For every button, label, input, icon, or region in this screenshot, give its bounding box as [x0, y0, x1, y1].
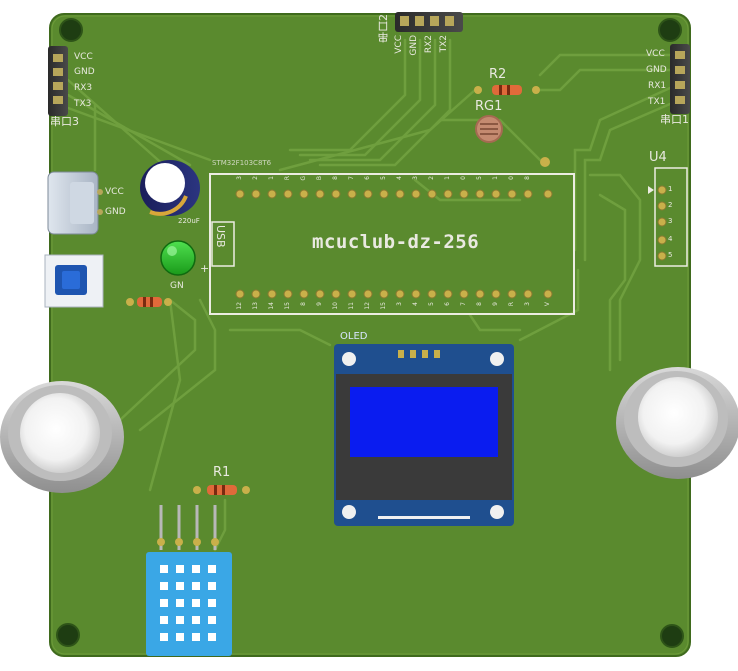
mcu-bottom-pin-label: 12 — [364, 302, 371, 310]
u4-pin-5: 5 — [668, 251, 673, 259]
mcu-bottom-pin-label: R — [508, 302, 515, 307]
mcu-top-pin-label: 4 — [396, 176, 403, 180]
mcu-bottom-pin-label: 7 — [460, 302, 467, 306]
mcu-module — [209, 173, 575, 315]
mcu-bottom-pin-label: 6 — [444, 302, 451, 306]
serial3-pin-gnd: GND — [74, 67, 95, 77]
mcu-bottom-pin-label: 15 — [380, 302, 387, 310]
dht-sensor — [146, 505, 232, 656]
mcu-bottom-pads — [235, 289, 553, 299]
power-switch — [44, 254, 104, 308]
mcu-bottom-pin-label: V — [544, 302, 551, 307]
serial3-pin-tx: TX3 — [74, 99, 92, 109]
mcu-top-pin-label: 3 — [412, 176, 419, 180]
mcu-bottom-pin-label: 13 — [252, 302, 259, 310]
buzzer-left — [0, 381, 124, 493]
capacitor-220uf — [140, 160, 200, 216]
mcu-top-pin-label: 0 — [460, 176, 467, 180]
mounting-hole-bl — [56, 623, 80, 647]
mcu-top-pin-label: 5 — [476, 176, 483, 180]
mcu-top-pads — [235, 189, 553, 199]
serial2-pin-gnd: GND — [409, 35, 419, 56]
mcu-bottom-pin-label: 10 — [332, 302, 339, 310]
mcu-bottom-pin-label: 9 — [316, 302, 323, 306]
mounting-hole-br — [660, 624, 684, 648]
serial2-label: 串口2 — [377, 14, 390, 43]
mcu-top-pin-label: 7 — [348, 176, 355, 180]
serial1-pin-tx: TX1 — [648, 97, 666, 107]
serial1-pin-gnd: GND — [646, 65, 667, 75]
mcu-top-pin-label: 8 — [524, 176, 531, 180]
serial2-pin-rx: RX2 — [424, 35, 434, 54]
mounting-holes — [56, 18, 684, 648]
mcu-bottom-pin-label: 3 — [524, 302, 531, 306]
header-serial2 — [395, 12, 463, 32]
serial1-pin-rx: RX1 — [648, 81, 667, 91]
r1-ref: R1 — [213, 465, 231, 480]
mcu-top-pin-label: R — [284, 176, 291, 181]
usb-pin-vcc: VCC — [105, 187, 124, 197]
board-title: mcuclub-dz-256 — [312, 231, 480, 253]
rg1-ref: RG1 — [475, 99, 503, 114]
mcu-bottom-pin-label: 8 — [476, 302, 483, 306]
buzzer-right — [616, 367, 738, 479]
mounting-hole-tl — [59, 18, 83, 42]
mcu-bottom-pin-label: 9 — [492, 302, 499, 306]
mcu-caption: STM32F103C8T6 — [212, 159, 272, 167]
mcu-bottom-pin-label: 4 — [412, 302, 419, 306]
mcu-usb-label: USB — [214, 225, 227, 248]
cap-value: 220uF — [178, 217, 200, 225]
serial1-label: 串口1 — [660, 113, 689, 126]
mcu-bottom-pin-label: 14 — [268, 302, 275, 310]
mcu-top-pin-label: G — [300, 176, 307, 181]
u4-pin-2: 2 — [668, 201, 673, 209]
mcu-top-pin-label: 6 — [364, 176, 371, 180]
mcu-bottom-pin-label: 3 — [396, 302, 403, 306]
usb-pin-gnd: GND — [105, 207, 126, 217]
resistor-r2 — [474, 85, 540, 95]
mcu-top-pin-label: 8 — [332, 176, 339, 180]
u4-pin-3: 3 — [668, 217, 673, 225]
resistor-led — [126, 297, 172, 307]
mcu-top-pin-label: 1 — [268, 176, 275, 180]
mcu-bottom-pin-label: 12 — [236, 302, 243, 310]
mcu-bottom-pin-label: 15 — [284, 302, 291, 310]
module-u4 — [648, 167, 688, 267]
mcu-top-pin-label: 0 — [508, 176, 515, 180]
mcu-top-pin-label: B — [316, 176, 323, 181]
header-serial3 — [48, 46, 68, 116]
led-label: GN — [170, 281, 184, 291]
header-serial1 — [670, 44, 690, 114]
serial1-pin-vcc: VCC — [646, 49, 665, 59]
serial2-pin-vcc: VCC — [394, 35, 404, 54]
mcu-top-pin-label: 1 — [444, 176, 451, 180]
oled-label: OLED — [340, 331, 368, 342]
serial3-label: 串口3 — [50, 115, 79, 128]
mcu-bottom-pin-label: 8 — [300, 302, 307, 306]
led-green — [160, 240, 196, 276]
mcu-top-pin-label: 1 — [492, 176, 499, 180]
u4-ref: U4 — [649, 150, 667, 165]
mcu-top-pin-label: 2 — [252, 176, 259, 180]
mcu-bottom-pin-label: 11 — [348, 302, 355, 310]
resistor-r1 — [193, 485, 250, 495]
led-plus: + — [200, 262, 210, 275]
mounting-hole-tr — [658, 18, 682, 42]
u4-pin-1: 1 — [668, 185, 673, 193]
mcu-top-pin-label: 2 — [428, 176, 435, 180]
u4-pin-4: 4 — [668, 235, 673, 243]
usb-c-connector — [47, 171, 103, 235]
mcu-bottom-pin-label: 5 — [428, 302, 435, 306]
r2-ref: R2 — [489, 67, 507, 82]
photoresistor-rg1 — [475, 115, 503, 143]
mcu-top-pin-label: 3 — [236, 176, 243, 180]
mcu-top-pin-label: 5 — [380, 176, 387, 180]
oled-module — [334, 344, 514, 526]
serial3-pin-vcc: VCC — [74, 52, 93, 62]
serial3-pin-rx: RX3 — [74, 83, 93, 93]
serial2-pin-tx: TX2 — [439, 35, 449, 53]
copper-traces — [66, 38, 672, 552]
